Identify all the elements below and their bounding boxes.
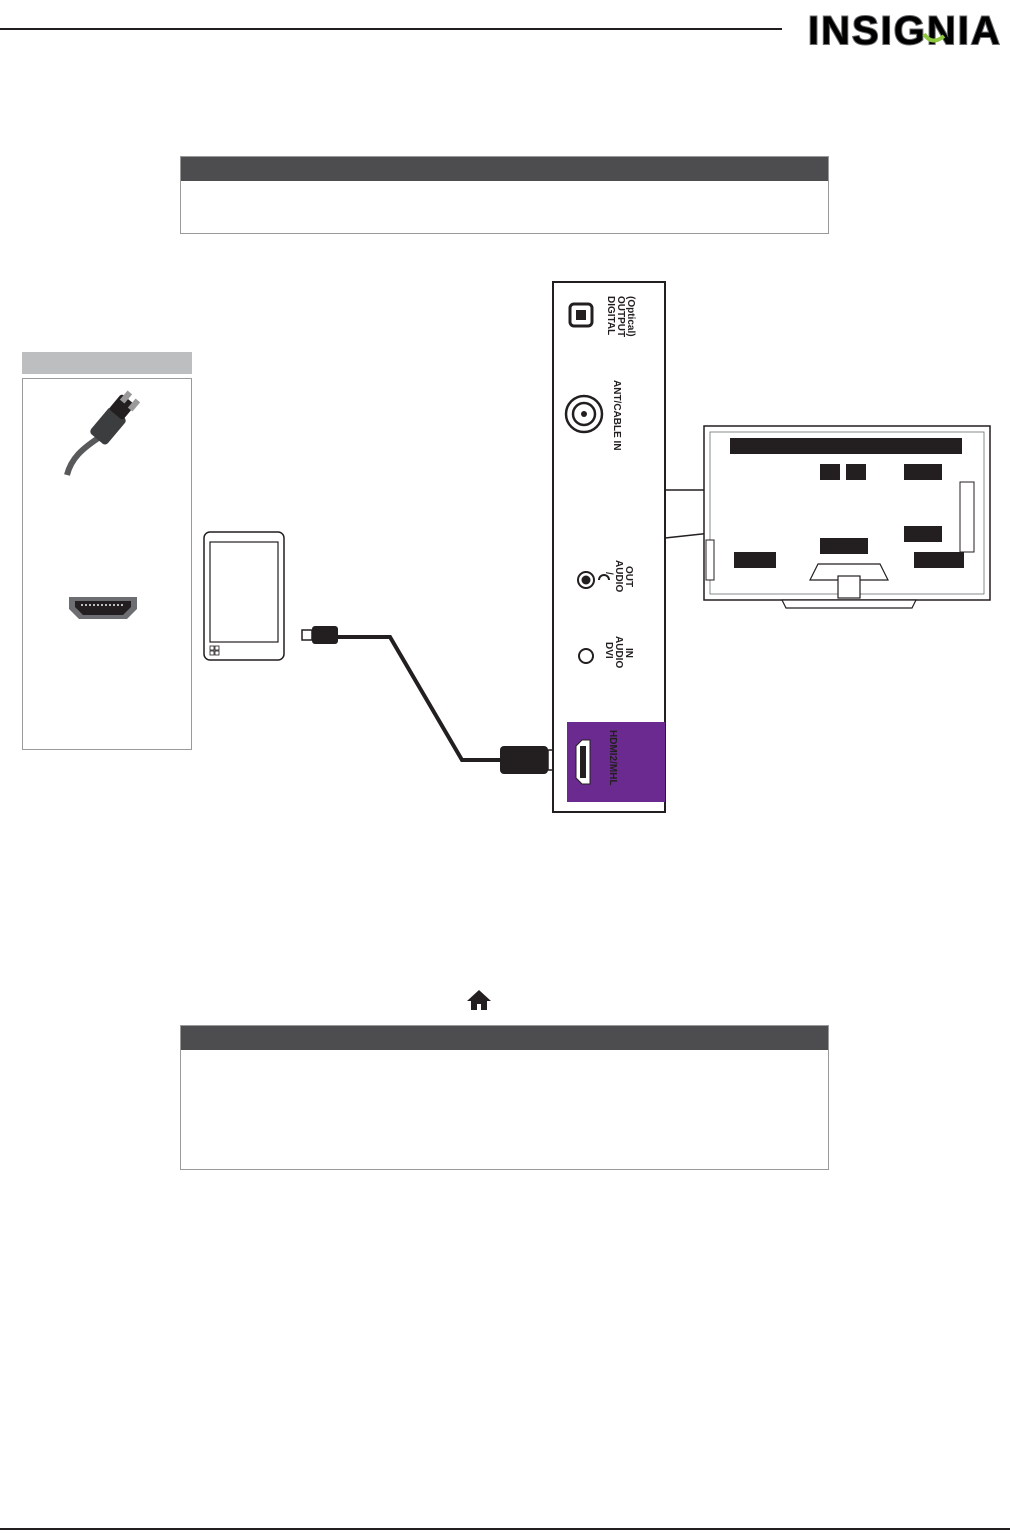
digital-output-label-2: OUTPUT [615,296,626,337]
audio-out-label-1: / [603,572,614,575]
note-box-top [180,156,829,234]
dvi-audio-label-2: AUDIO [613,636,624,668]
svg-text:IN: IN [623,648,634,658]
svg-text:ANT/CABLE IN: ANT/CABLE IN [611,380,622,451]
dvi-audio-label-1: DVI [603,642,614,659]
svg-text:OUT: OUT [623,566,634,587]
svg-text:OUTPUT: OUTPUT [615,296,626,337]
header-rule [0,28,782,30]
audio-out-label-2: AUDIO [613,560,624,592]
dvi-audio-in-port: DVI AUDIO IN [578,636,634,668]
ant-cable-in-port: ANT/CABLE IN [564,380,622,451]
logo-swoosh [922,32,946,43]
hdmi2-mhl-port: HDMI2/MHL [567,722,665,802]
sidebar-body [22,378,192,750]
home-icon [467,990,491,1010]
digital-output-label-3: (Optical) [625,296,636,337]
audio-out-port: / AUDIO OUT [577,560,634,592]
digital-output-label-1: DIGITAL [605,296,616,335]
note-box-header [181,1026,828,1050]
svg-text:AUDIO: AUDIO [613,636,624,668]
svg-text:DVI: DVI [603,642,614,659]
sidebar-header [22,352,192,374]
mhl-connector-icon [64,390,141,476]
headphone-icon [598,574,610,581]
brand-name: INSIGNIA [808,9,1002,50]
note-box-header [181,157,828,181]
svg-text:/: / [603,572,614,575]
dvi-audio-label-3: IN [623,648,634,658]
tv-back-icon [703,425,991,609]
svg-text:HDMI2/MHL: HDMI2/MHL [607,730,618,786]
svg-text:(Optical): (Optical) [625,296,636,337]
note-box-bottom [180,1025,829,1170]
svg-text:AUDIO: AUDIO [613,560,624,592]
tv-port-panel: DIGITAL OUTPUT (Optical) ANT/CABLE IN / … [552,281,666,813]
hdmi-port-label: HDMI2/MHL [607,730,618,786]
digital-output-port: DIGITAL OUTPUT (Optical) [568,296,636,337]
svg-text:DIGITAL: DIGITAL [605,296,616,335]
audio-out-label-3: OUT [623,566,634,587]
footer-rule [0,1528,1010,1530]
insignia-logo: INSIGNIA [807,8,1002,50]
cable-types-sidebar [22,352,192,750]
connection-diagram: DIGITAL OUTPUT (Optical) ANT/CABLE IN / … [203,281,991,813]
hdmi-connector-icon [69,597,137,619]
ant-cable-in-label: ANT/CABLE IN [611,380,622,451]
mhl-hdmi-cable [301,626,559,774]
mobile-device-icon [203,531,285,661]
